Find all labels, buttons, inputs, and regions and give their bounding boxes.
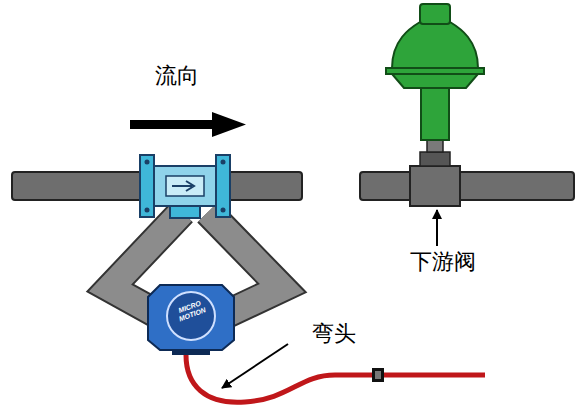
outlet-pipe <box>360 172 574 200</box>
downstream-valve <box>386 4 484 206</box>
elbow-label: 弯头 <box>312 322 356 346</box>
flow-direction-label: 流向 <box>155 64 199 88</box>
valve-label: 下游阀 <box>410 250 476 274</box>
transmitter-housing <box>148 285 234 355</box>
cable <box>186 355 485 402</box>
meter-flange <box>140 155 230 218</box>
valve-leader <box>436 210 438 246</box>
elbow-leader <box>222 344 288 388</box>
flow-arrow <box>130 112 246 137</box>
